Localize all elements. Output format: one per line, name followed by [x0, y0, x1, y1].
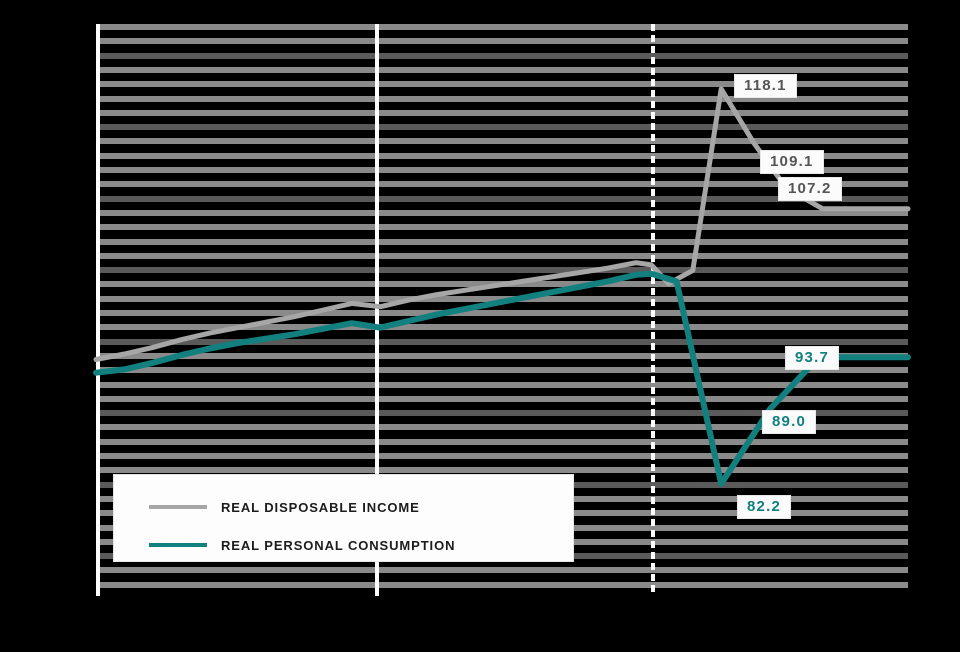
legend-label-income: REAL DISPOSABLE INCOME	[221, 499, 420, 515]
gridline	[96, 396, 908, 402]
data-label-income-end: 107.2	[778, 177, 842, 201]
gridline	[96, 67, 908, 73]
gridline	[96, 267, 908, 273]
gridline	[96, 239, 908, 245]
gridline	[96, 382, 908, 388]
legend-item-real-personal-consumption: REAL PERSONAL CONSUMPTION	[114, 526, 573, 564]
gridline	[96, 567, 908, 573]
gridline	[96, 281, 908, 287]
data-label-consumption-mid: 89.0	[762, 410, 816, 434]
gridline	[96, 467, 908, 473]
data-label-income-mid: 109.1	[760, 150, 824, 174]
legend-swatch-icon-consumption	[149, 543, 207, 547]
data-label-consumption-trough: 82.2	[737, 495, 791, 519]
gridline	[96, 439, 908, 445]
legend-swatch-icon-income	[149, 505, 207, 509]
legend-item-real-disposable-income: REAL DISPOSABLE INCOME	[114, 488, 573, 526]
gridline	[96, 224, 908, 230]
gridline	[96, 453, 908, 459]
gridline	[96, 124, 908, 130]
gridline	[96, 296, 908, 302]
vertical-divider-2	[651, 24, 655, 596]
gridline	[96, 324, 908, 330]
gridline	[96, 81, 908, 87]
gridline	[96, 110, 908, 116]
gridline	[96, 38, 908, 44]
gridline	[96, 24, 908, 30]
gridline	[96, 253, 908, 259]
legend-label-consumption: REAL PERSONAL CONSUMPTION	[221, 537, 456, 553]
data-label-income-peak: 118.1	[734, 74, 797, 98]
y-axis-line	[96, 24, 100, 596]
data-label-consumption-recovery: 93.7	[785, 346, 839, 370]
gridline	[96, 582, 908, 588]
gridline	[96, 138, 908, 144]
gridline	[96, 339, 908, 345]
chart-legend: REAL DISPOSABLE INCOME REAL PERSONAL CON…	[113, 474, 574, 562]
gridline	[96, 53, 908, 59]
gridline	[96, 310, 908, 316]
gridline	[96, 210, 908, 216]
